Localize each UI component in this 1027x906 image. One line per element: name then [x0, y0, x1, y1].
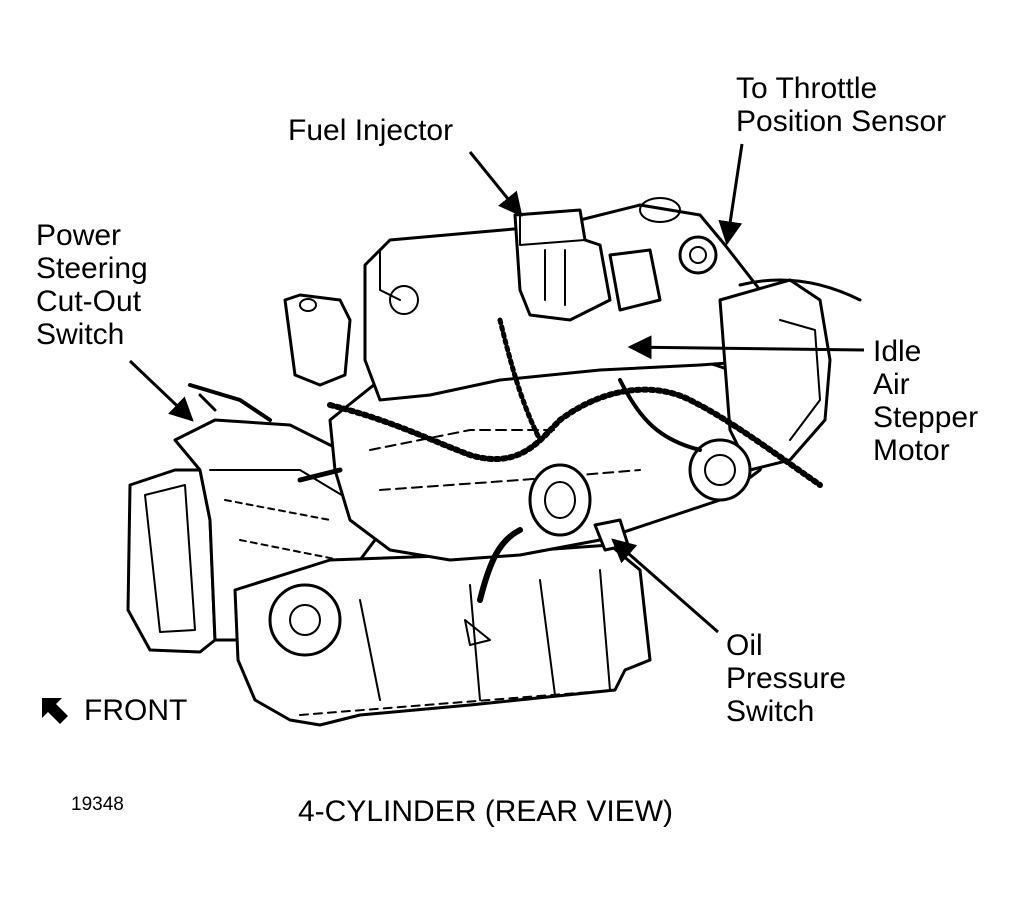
power-steering-label-line-1: Power	[36, 219, 122, 252]
oil-pressure-label-line-2: Pressure	[726, 662, 847, 695]
fuel-injector-leader	[468, 151, 523, 217]
idle-air-label-line-4: Motor	[873, 434, 950, 467]
oil-pressure-label-line-1: Oil	[726, 629, 763, 662]
power-steering-leader	[128, 359, 194, 422]
power-steering-switch-label: Power Steering Cut-Out Switch	[36, 219, 148, 351]
figure-number: 19348	[71, 794, 124, 815]
leader-lines	[128, 143, 865, 634]
power-steering-label-line-3: Cut-Out	[36, 285, 142, 318]
wiring-harness	[327, 386, 823, 488]
engine-block-lower	[233, 543, 652, 727]
ps-reservoir	[283, 293, 352, 387]
throttle-label-line-1: To Throttle	[736, 72, 878, 105]
throttle-label-line-2: Position Sensor	[736, 105, 947, 138]
engine-illustration	[126, 197, 862, 727]
throttle-sensor-leader	[718, 143, 744, 246]
transaxle-housing	[126, 468, 217, 654]
oil-filter	[528, 463, 592, 537]
flywheel-housing	[718, 278, 832, 472]
throttle-body	[513, 208, 612, 322]
fuel-injector-label: Fuel Injector	[288, 114, 453, 147]
power-steering-label-line-4: Switch	[36, 318, 125, 351]
oil-pressure-switch-label: Oil Pressure Switch	[726, 629, 846, 728]
idle-air-stepper-motor-label: Idle Air Stepper Motor	[873, 335, 978, 467]
oil-pressure-label-line-3: Switch	[726, 695, 815, 728]
idle-air-label-line-3: Stepper	[873, 401, 979, 434]
front-label: FRONT	[84, 694, 188, 727]
idle-air-leader	[627, 335, 865, 360]
front-arrow-icon	[42, 698, 68, 724]
oil-pressure-leader	[611, 538, 719, 634]
fuel-injector-label-line: Fuel Injector	[288, 114, 454, 147]
power-steering-label-line-2: Steering	[36, 252, 148, 285]
figure-caption: 4-CYLINDER (REAR VIEW)	[298, 795, 674, 828]
idle-air-label-line-2: Air	[873, 368, 910, 401]
idle-air-label-line-1: Idle	[873, 335, 922, 368]
throttle-position-sensor-label: To Throttle Position Sensor	[736, 72, 946, 138]
